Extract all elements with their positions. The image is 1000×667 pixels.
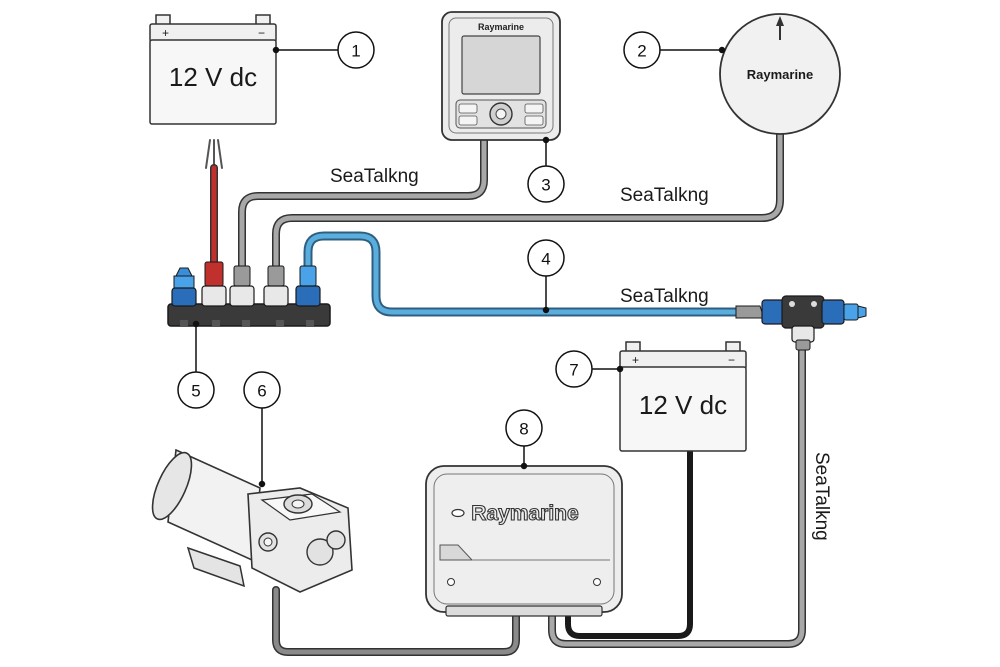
cable-seatalk-spur: [303, 231, 745, 317]
battery-icon: + − 12 V dc: [149, 14, 277, 125]
t-connector-icon: [735, 295, 867, 351]
callout-4: 4: [527, 239, 565, 314]
seatalk-label-compass: SeaTalkng: [620, 185, 709, 206]
cables: [205, 128, 806, 656]
battery-voltage-label: 12 V dc: [639, 390, 727, 420]
battery-plus-label: +: [162, 26, 169, 40]
control-head-icon: Raymarine: [441, 11, 561, 141]
cable-power-battery-7: [565, 447, 693, 639]
callout-7-number: 7: [569, 361, 578, 380]
battery-icon: + − 12 V dc: [619, 341, 747, 452]
callout-2: 2: [623, 31, 726, 69]
cable-compass: [272, 128, 784, 274]
computer-brand: Raymarine: [471, 502, 578, 525]
callout-6: 6: [243, 371, 281, 488]
callout-1-number: 1: [351, 42, 360, 61]
callout-2-number: 2: [637, 42, 646, 61]
cable-seatalk-to-computer: [548, 341, 806, 648]
callout-5: 5: [177, 320, 215, 409]
callout-4-number: 4: [541, 250, 550, 269]
cable-power-battery-1: [205, 139, 223, 266]
seatalk-label-control-head: SeaTalkng: [330, 166, 419, 187]
compass-brand: Raymarine: [747, 67, 813, 82]
callout-1: 1: [272, 31, 375, 69]
callout-3: 3: [527, 136, 565, 203]
callout-8: 8: [505, 409, 543, 470]
cable-labels: SeaTalkng SeaTalkng SeaTalkng SeaTalkng: [330, 166, 832, 541]
callout-5-number: 5: [191, 382, 200, 401]
callout-3-number: 3: [541, 176, 550, 195]
course-computer-icon: Raymarine: [425, 465, 623, 617]
callouts: 1 2 3 4 5: [177, 31, 726, 488]
battery-plus-label: +: [632, 353, 639, 367]
callout-8-number: 8: [519, 420, 528, 439]
cable-pump: [272, 586, 520, 656]
connector-block-icon: [167, 261, 331, 327]
battery-minus-label: −: [728, 353, 735, 367]
drive-pump-icon: [151, 448, 353, 593]
seatalk-label-computer: SeaTalkng: [811, 452, 832, 541]
seatalk-label-spur: SeaTalkng: [620, 286, 709, 307]
battery-voltage-label: 12 V dc: [169, 62, 257, 92]
callout-6-number: 6: [257, 382, 266, 401]
callout-7: 7: [555, 350, 624, 388]
control-head-brand: Raymarine: [478, 22, 524, 32]
battery-minus-label: −: [258, 26, 265, 40]
cable-control-head: [238, 136, 488, 274]
compass-icon: Raymarine: [719, 13, 841, 135]
